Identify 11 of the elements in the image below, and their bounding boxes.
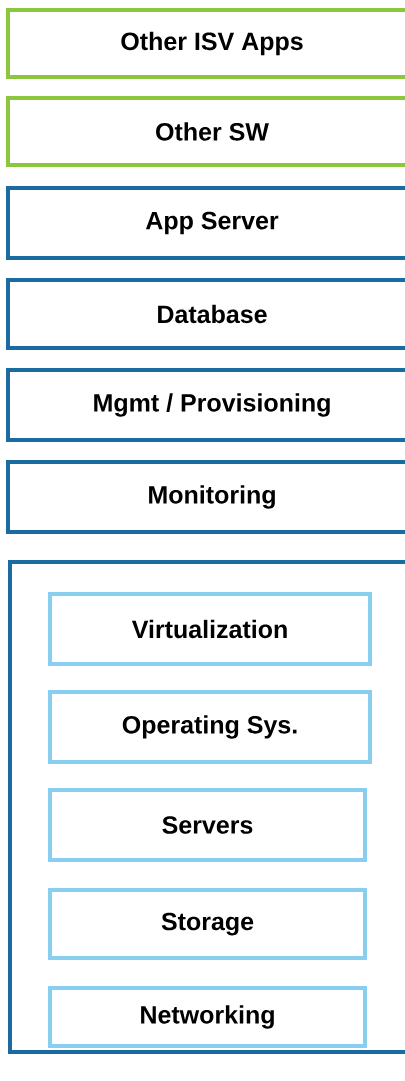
layer-box: Mgmt / Provisioning <box>6 368 405 442</box>
layer-box: Servers <box>48 788 367 862</box>
layer-box: Virtualization <box>48 592 372 666</box>
layer-box: Storage <box>48 888 367 960</box>
layer-box: Other ISV Apps <box>6 8 405 79</box>
layer-box: Operating Sys. <box>48 690 372 764</box>
layer-box: App Server <box>6 186 405 260</box>
layer-box: Networking <box>48 986 367 1048</box>
layer-box: Other SW <box>6 96 405 167</box>
layer-box: Database <box>6 278 405 350</box>
layer-box: Monitoring <box>6 460 405 534</box>
